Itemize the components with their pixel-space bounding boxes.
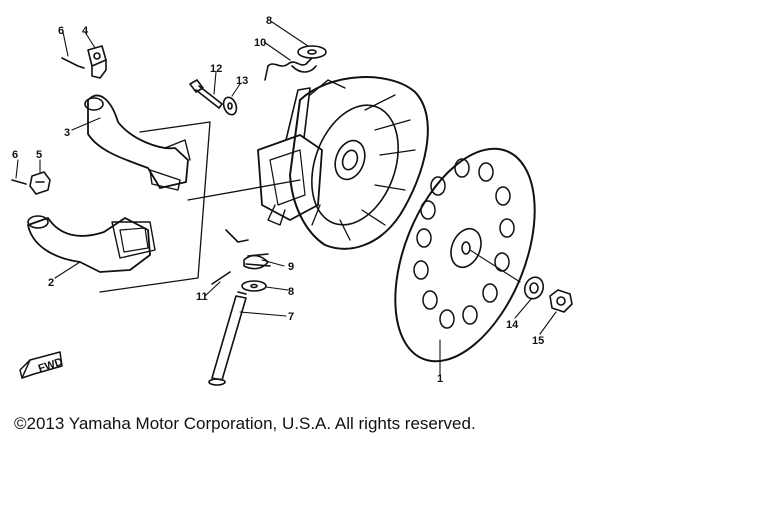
bolt-12 — [189, 79, 223, 109]
callout-12: 12 — [210, 63, 222, 75]
callout-10: 10 — [254, 37, 266, 49]
nut-15 — [549, 289, 573, 313]
pin-6-left — [11, 179, 27, 185]
brake-disc — [394, 147, 536, 363]
nut-4 — [87, 45, 107, 79]
brake-housing — [257, 76, 429, 250]
washer-13 — [222, 96, 238, 116]
callout-3: 3 — [64, 127, 70, 139]
spring-9 — [225, 229, 271, 270]
callout-4: 4 — [82, 25, 89, 37]
pin-6-top — [61, 57, 85, 69]
callout-11: 11 — [196, 291, 208, 303]
spring-top — [264, 57, 317, 81]
callout-6-top: 6 — [58, 25, 64, 37]
callout-8-top: 8 — [266, 15, 272, 27]
callout-1: 1 — [437, 373, 443, 385]
callout-labels: 1 2 3 4 5 6 7 8 8 9 10 11 12 13 14 15 6 — [12, 15, 544, 385]
callout-2: 2 — [48, 277, 54, 289]
washer-top — [297, 45, 327, 59]
copyright-notice: ©2013 Yamaha Motor Corporation, U.S.A. A… — [14, 414, 476, 433]
fwd-label: FWD — [37, 356, 65, 375]
callout-6-left: 6 — [12, 149, 18, 161]
leader-lines — [15, 21, 557, 376]
callout-7: 7 — [288, 311, 294, 323]
lever-lower — [27, 215, 156, 273]
callout-15: 15 — [532, 335, 544, 347]
nut-5 — [29, 171, 51, 195]
callout-9: 9 — [288, 261, 294, 273]
pin-11 — [211, 271, 231, 285]
callout-8-lower: 8 — [288, 286, 294, 298]
callout-13: 13 — [236, 75, 248, 87]
washer-8-lower — [241, 280, 267, 292]
spacer-14 — [523, 276, 545, 300]
lever-upper — [84, 94, 191, 191]
shaft-7 — [208, 291, 247, 386]
callout-14: 14 — [506, 319, 519, 331]
parts-diagram: FWD 1 2 3 4 5 6 7 8 8 9 10 11 12 13 14 1… — [11, 15, 573, 386]
callout-5: 5 — [36, 149, 42, 161]
bracket-outline — [99, 121, 301, 293]
fwd-arrow-icon: FWD — [19, 351, 65, 379]
